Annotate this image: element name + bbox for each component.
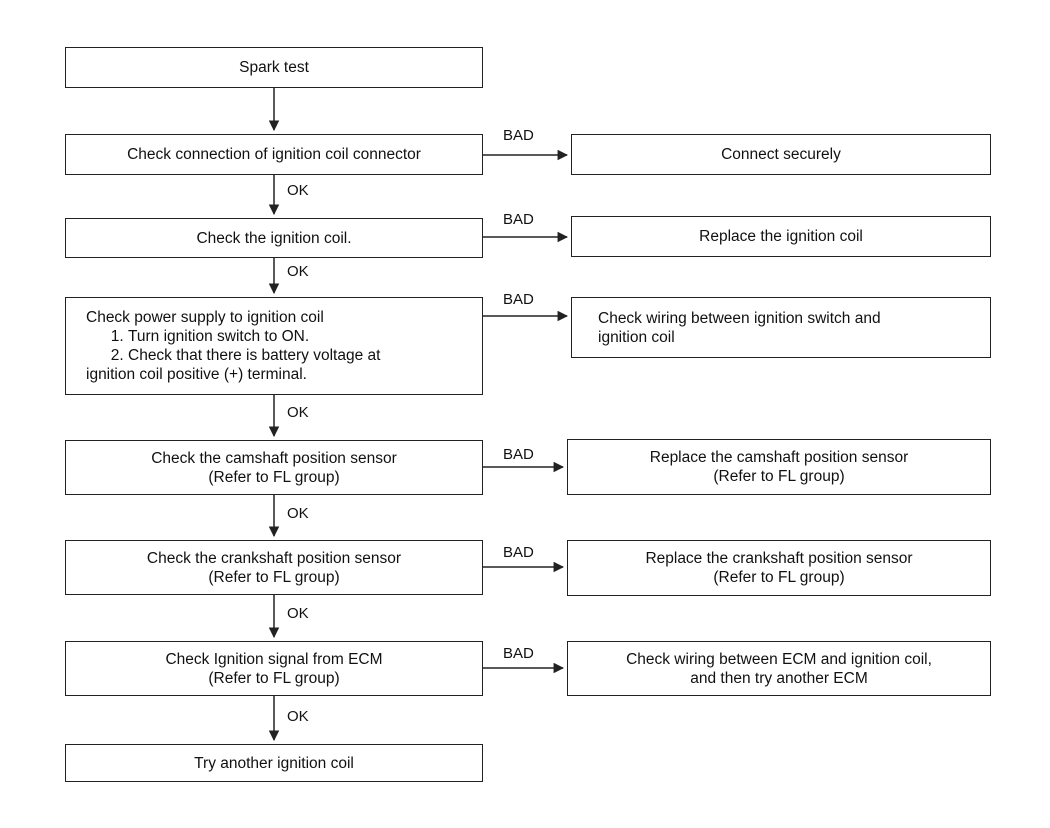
remedy-text: Check wiring between ignition switch and [598,309,881,327]
step-text: (Refer to FL group) [208,568,340,586]
step-text: Try another ignition coil [194,754,354,772]
step-text-tail: ignition coil positive (+) terminal. [86,366,307,383]
ok-label: OK [287,505,309,522]
step-spark-test: Spark test [65,47,483,88]
bad-label: BAD [503,446,534,463]
bad-label: BAD [503,211,534,228]
step-check-connector: Check connection of ignition coil connec… [65,134,483,175]
step-text: (Refer to FL group) [208,468,340,486]
step-check-ignition-signal: Check Ignition signal from ECM (Refer to… [65,641,483,696]
step-check-ignition-coil: Check the ignition coil. [65,218,483,258]
ok-label: OK [287,708,309,725]
ok-label: OK [287,605,309,622]
bad-label: BAD [503,127,534,144]
remedy-text: Check wiring between ECM and ignition co… [626,650,932,668]
step-check-crankshaft-sensor: Check the crankshaft position sensor (Re… [65,540,483,595]
remedy-text: (Refer to FL group) [713,468,845,485]
step-text: Check Ignition signal from ECM [165,650,383,668]
bad-label: BAD [503,645,534,662]
step-text: (Refer to FL group) [208,669,340,687]
remedy-connect-securely: Connect securely [571,134,991,175]
remedy-text: ignition coil [598,328,675,346]
remedy-text: Replace the camshaft position sensor [649,449,909,466]
ok-label: OK [287,182,309,199]
remedy-text: and then try another ECM [690,669,868,687]
step-try-another-coil: Try another ignition coil [65,744,483,782]
remedy-check-wiring-ecm: Check wiring between ECM and ignition co… [567,641,991,696]
step-text: Check connection of ignition coil connec… [127,146,421,163]
substep: Turn ignition switch to ON. [128,327,380,346]
step-text: Spark test [239,59,309,76]
remedy-replace-ignition-coil: Replace the ignition coil [571,216,991,257]
step-text: Check power supply to ignition coil [86,309,324,326]
step-substeps: Turn ignition switch to ON. Check that t… [86,327,380,365]
ok-label: OK [287,404,309,421]
remedy-text: Connect securely [721,146,841,163]
remedy-text: (Refer to FL group) [713,569,845,586]
remedy-replace-crankshaft-sensor: Replace the crankshaft position sensor (… [567,540,991,596]
step-check-power-supply: Check power supply to ignition coil Turn… [65,297,483,395]
step-check-camshaft-sensor: Check the camshaft position sensor (Refe… [65,440,483,495]
remedy-text: Replace the crankshaft position sensor [645,550,913,567]
step-text: Check the camshaft position sensor [151,449,397,467]
substep: Check that there is battery voltage at [128,346,380,365]
remedy-check-wiring-switch: Check wiring between ignition switch and… [571,297,991,358]
ok-label: OK [287,263,309,280]
step-text: Check the ignition coil. [196,229,352,247]
step-text: Check the crankshaft position sensor [146,549,402,567]
remedy-text: Replace the ignition coil [699,228,863,245]
remedy-replace-camshaft-sensor: Replace the camshaft position sensor (Re… [567,439,991,495]
bad-label: BAD [503,544,534,561]
bad-label: BAD [503,291,534,308]
